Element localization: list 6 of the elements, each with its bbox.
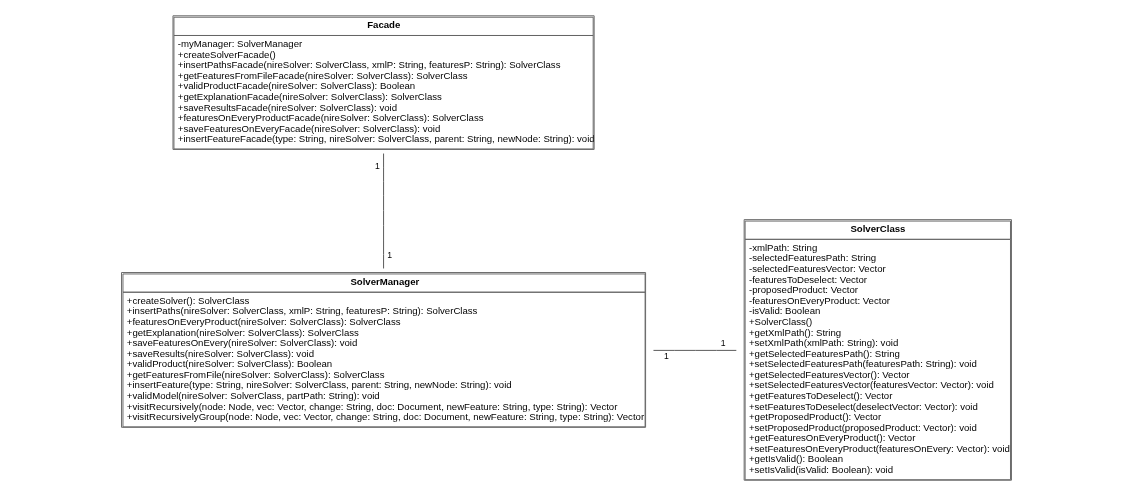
label: 1 xyxy=(663,350,669,361)
label: 1 xyxy=(720,338,726,349)
connector xyxy=(382,153,384,269)
connector xyxy=(652,349,737,351)
label: 1 xyxy=(386,249,392,260)
label: 1 xyxy=(374,160,380,171)
